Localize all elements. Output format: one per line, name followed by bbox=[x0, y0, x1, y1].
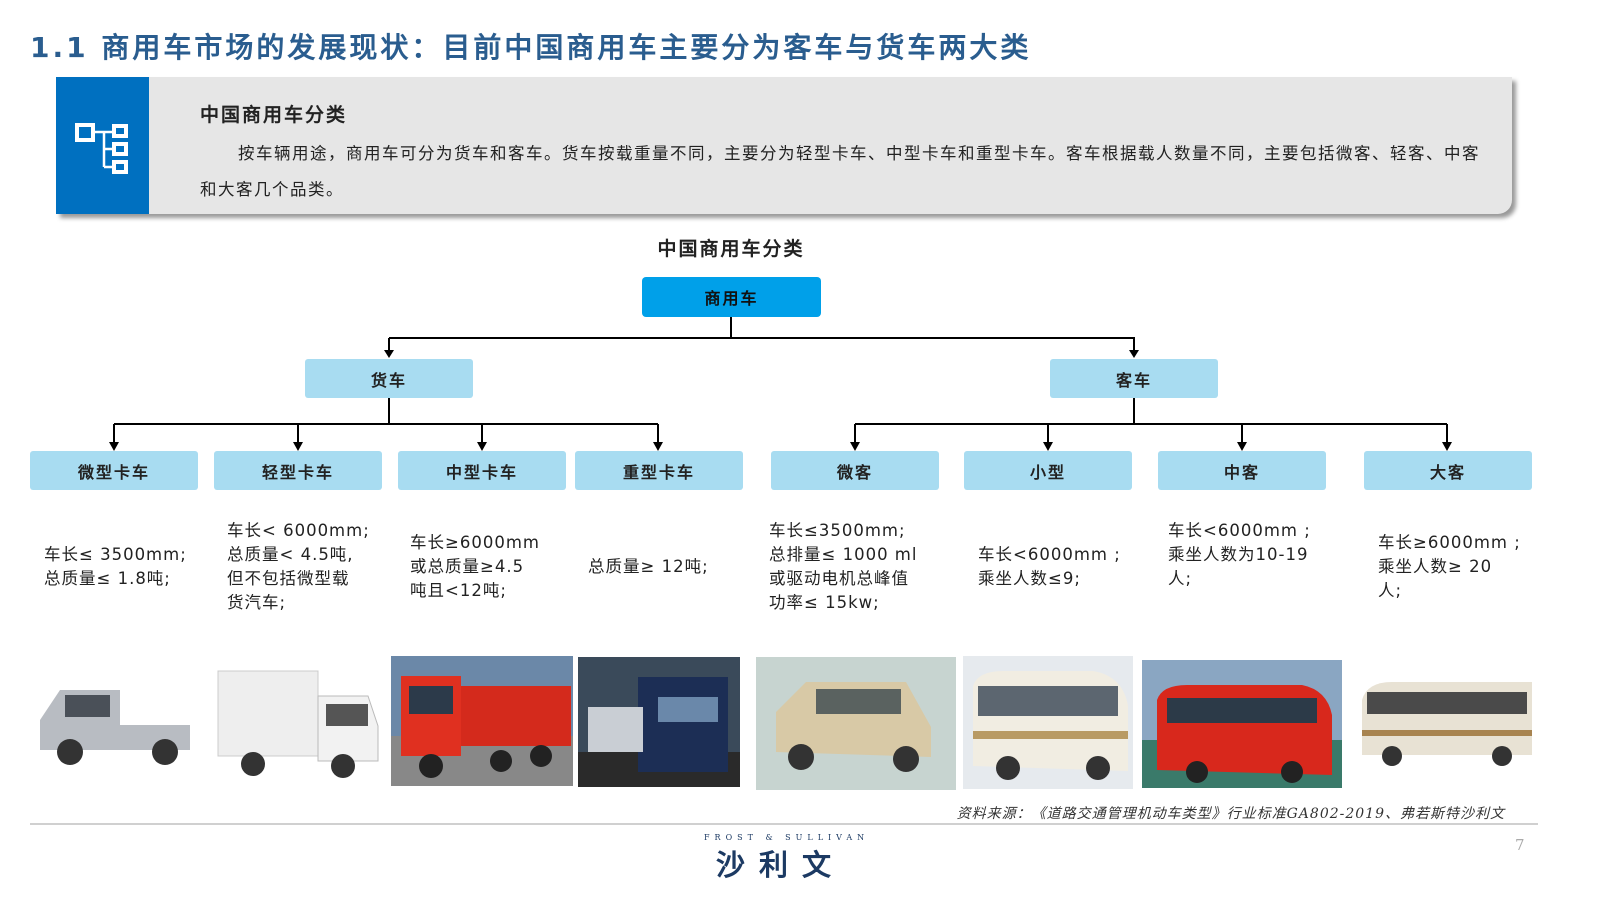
desc-medium-bus: 车长<6000mm ; 乘坐人数为10-19 人; bbox=[1168, 521, 1311, 588]
desc-mini-truck: 车长≤ 3500mm; 总质量≤ 1.8吨; bbox=[44, 545, 187, 588]
desc-heavy-truck: 总质量≥ 12吨; bbox=[588, 557, 709, 576]
node-heavy-truck: 重型卡车 bbox=[575, 451, 743, 490]
panel-heading: 中国商用车分类 bbox=[200, 104, 348, 126]
light-truck-image bbox=[208, 656, 388, 786]
node-large-bus: 大客 bbox=[1364, 451, 1532, 490]
desc-medium-truck: 车长≥6000mm 或总质量≥4.5 吨且<12吨; bbox=[410, 533, 540, 600]
diagram-title: 中国商用车分类 bbox=[657, 238, 805, 260]
source-note: 资料来源：《道路交通管理机动车类型》行业标准GA802-2019、弗若斯特沙利文 bbox=[956, 806, 1505, 822]
node-small-bus: 小型 bbox=[964, 451, 1132, 490]
node-medium-bus: 中客 bbox=[1158, 451, 1326, 490]
page-title: 1.1 商用车市场的发展现状：目前中国商用车主要分为客车与货车两大类 bbox=[30, 31, 1032, 64]
large-bus-image bbox=[1352, 670, 1540, 770]
footer-divider bbox=[30, 823, 1538, 825]
desc-small-bus: 车长<6000mm ; 乘坐人数≤9; bbox=[978, 545, 1121, 588]
node-truck: 货车 bbox=[305, 359, 473, 398]
mini-van-image bbox=[756, 657, 956, 790]
desc-mini-bus: 车长≤3500mm; 总排量≤ 1000 ml 或驱动电机总峰值 功率≤ 15k… bbox=[769, 521, 918, 612]
node-medium-truck: 中型卡车 bbox=[398, 451, 566, 490]
hierarchy-icon bbox=[56, 77, 149, 214]
node-light-truck: 轻型卡车 bbox=[214, 451, 382, 490]
node-commercial-vehicle: 商用车 bbox=[642, 277, 821, 317]
tree-connectors bbox=[109, 317, 1452, 451]
medium-truck-image bbox=[391, 656, 573, 786]
mini-truck-image bbox=[30, 660, 195, 780]
node-mini-truck: 微型卡车 bbox=[30, 451, 198, 490]
desc-light-truck: 车长< 6000mm; 总质量< 4.5吨, 但不包括微型载 货汽车; bbox=[227, 521, 370, 612]
page-number: 7 bbox=[1515, 836, 1525, 854]
heavy-truck-image bbox=[578, 657, 740, 787]
node-mini-bus: 微客 bbox=[771, 451, 939, 490]
small-bus-image bbox=[963, 656, 1133, 789]
node-bus: 客车 bbox=[1050, 359, 1218, 398]
logo-english: FROST & SULLIVAN bbox=[704, 833, 870, 842]
desc-large-bus: 车长≥6000mm ; 乘坐人数≥ 20 人; bbox=[1378, 533, 1521, 600]
medium-bus-image bbox=[1142, 660, 1342, 788]
panel-body: 按车辆用途，商用车可分为货车和客车。货车按载重量不同，主要分为轻型卡车、中型卡车… bbox=[200, 144, 1480, 199]
summary-panel bbox=[56, 77, 1512, 214]
logo-chinese: 沙利文 bbox=[716, 848, 846, 882]
